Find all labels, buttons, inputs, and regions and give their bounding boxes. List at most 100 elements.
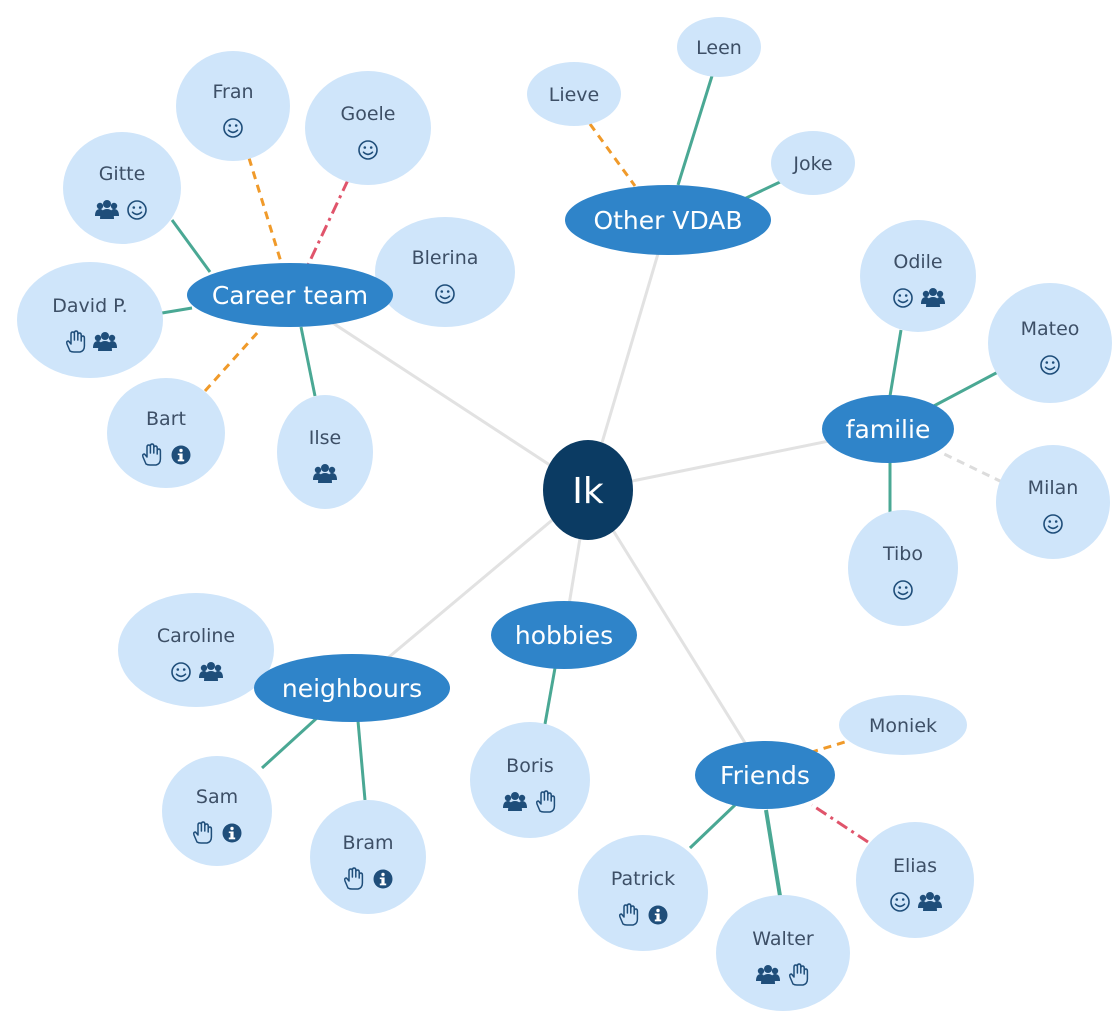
people-group-icon — [503, 792, 527, 811]
group-bubble — [254, 654, 450, 722]
person-node-ilse[interactable]: Ilse — [277, 395, 373, 509]
person-bubble — [839, 695, 967, 755]
center-bubble — [543, 440, 633, 540]
link-ik-career — [289, 293, 589, 492]
person-bubble — [988, 283, 1112, 403]
person-node-mateo[interactable]: Mateo — [988, 283, 1112, 403]
hand-icon — [618, 903, 639, 926]
person-bubble — [305, 71, 431, 185]
person-label: Milan — [1028, 477, 1079, 499]
person-node-bart[interactable]: Bart — [107, 378, 225, 488]
person-node-davidp[interactable]: David P. — [17, 262, 163, 378]
hand-icon — [141, 443, 162, 466]
center-label: Ik — [572, 471, 604, 512]
person-node-sam[interactable]: Sam — [162, 756, 272, 866]
group-node-friends[interactable]: Friends — [695, 741, 835, 809]
person-label: Ilse — [309, 427, 341, 449]
link-friends-patrick — [688, 803, 737, 850]
person-label: Joke — [792, 153, 832, 175]
person-label: Caroline — [157, 625, 235, 647]
person-node-blerina[interactable]: Blerina — [375, 217, 515, 327]
person-node-milan[interactable]: Milan — [996, 445, 1110, 559]
person-label: Odile — [893, 251, 942, 273]
people-group-icon — [313, 464, 337, 483]
person-label: Leen — [696, 37, 742, 59]
link-career-bart — [203, 330, 260, 393]
group-label: familie — [846, 415, 931, 444]
hand-icon — [535, 790, 556, 813]
person-bubble — [578, 835, 708, 951]
person-node-leen[interactable]: Leen — [677, 17, 761, 77]
people-group-icon — [921, 288, 945, 307]
person-label: Bram — [343, 832, 394, 854]
link-ik-friends — [586, 489, 767, 776]
person-node-elias[interactable]: Elias — [856, 822, 974, 938]
person-label: Fran — [212, 81, 253, 103]
person-node-boris[interactable]: Boris — [470, 722, 590, 838]
person-node-goele[interactable]: Goele — [305, 71, 431, 185]
person-label: Gitte — [99, 163, 146, 185]
smiley-icon — [1040, 355, 1060, 375]
person-label: Blerina — [412, 247, 479, 269]
person-label: Goele — [340, 103, 395, 125]
person-bubble — [118, 593, 274, 707]
person-bubble — [527, 62, 621, 126]
person-label: Mateo — [1021, 318, 1080, 340]
smiley-icon — [893, 580, 913, 600]
person-bubble — [375, 217, 515, 327]
link-neighbours-sam — [260, 715, 320, 770]
person-node-patrick[interactable]: Patrick — [578, 835, 708, 951]
person-bubble — [63, 132, 181, 244]
link-friends-walter — [764, 809, 782, 897]
group-bubble — [565, 185, 771, 255]
person-bubble — [677, 17, 761, 77]
smiley-icon — [893, 288, 913, 308]
person-bubble — [277, 395, 373, 509]
person-node-walter[interactable]: Walter — [716, 895, 850, 1011]
hand-icon — [343, 867, 364, 890]
person-node-gitte[interactable]: Gitte — [63, 132, 181, 244]
person-label: Patrick — [611, 868, 675, 890]
link-career-gitte — [170, 219, 212, 273]
person-node-joke[interactable]: Joke — [771, 131, 855, 195]
link-familie-milan — [939, 450, 1003, 484]
people-group-icon — [199, 662, 223, 681]
person-bubble — [716, 895, 850, 1011]
link-neighbours-bram — [356, 720, 367, 801]
person-node-tibo[interactable]: Tibo — [848, 510, 958, 626]
center-node[interactable]: Ik — [543, 440, 633, 540]
people-group-icon — [95, 200, 119, 219]
group-node-career[interactable]: Career team — [187, 263, 393, 327]
person-node-caroline[interactable]: Caroline — [118, 593, 274, 707]
person-bubble — [310, 800, 426, 914]
person-label: Walter — [752, 928, 814, 950]
person-bubble — [848, 510, 958, 626]
person-node-fran[interactable]: Fran — [176, 51, 290, 161]
person-node-moniek[interactable]: Moniek — [839, 695, 967, 755]
group-label: neighbours — [282, 674, 422, 703]
person-bubble — [17, 262, 163, 378]
person-bubble — [176, 51, 290, 161]
group-node-neighbours[interactable]: neighbours — [254, 654, 450, 722]
person-label: Sam — [196, 786, 238, 808]
group-node-familie[interactable]: familie — [822, 395, 954, 463]
person-label: Bart — [146, 408, 186, 430]
person-label: Elias — [893, 855, 937, 877]
person-bubble — [856, 822, 974, 938]
group-node-hobbies[interactable]: hobbies — [491, 601, 637, 669]
person-bubble — [996, 445, 1110, 559]
link-career-ilse — [299, 326, 317, 397]
smiley-icon — [223, 118, 243, 138]
link-familie-mateo — [929, 370, 999, 410]
info-icon — [373, 869, 393, 889]
person-label: Boris — [506, 755, 554, 777]
hand-icon — [788, 963, 809, 986]
person-node-lieve[interactable]: Lieve — [527, 62, 621, 126]
person-node-odile[interactable]: Odile — [860, 220, 976, 332]
link-familie-odile — [888, 329, 903, 397]
group-node-vdab[interactable]: Other VDAB — [565, 185, 771, 255]
person-node-bram[interactable]: Bram — [310, 800, 426, 914]
